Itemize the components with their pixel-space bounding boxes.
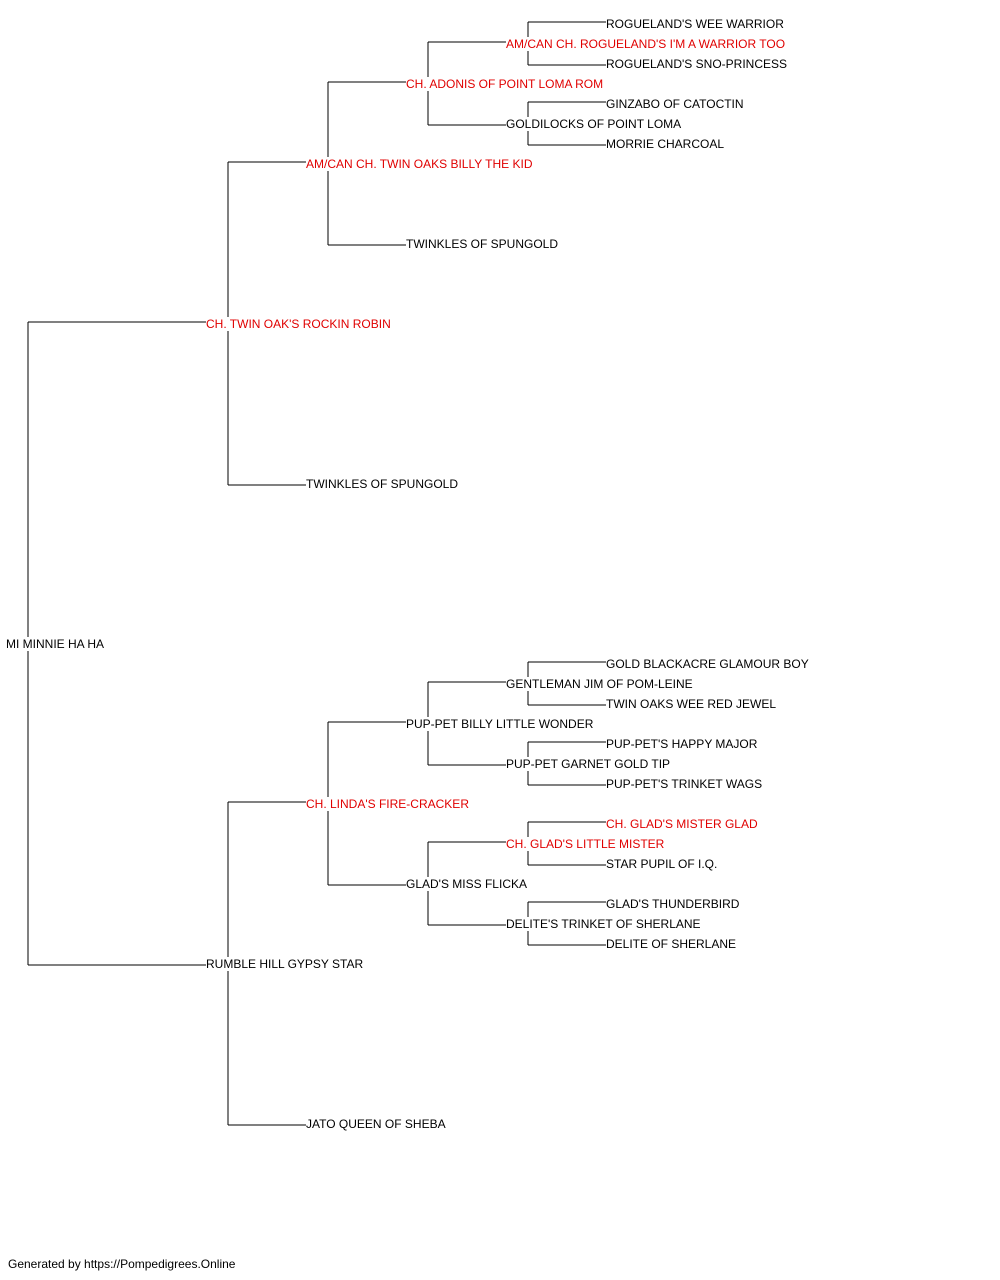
gen5-ancestor-name: PUP-PET'S TRINKET WAGS	[606, 777, 765, 791]
great-grandparent-name: GLAD'S MISS FLICKA	[406, 877, 529, 891]
gen5-ancestor-name: MORRIE CHARCOAL	[606, 137, 727, 151]
gen5-ancestor-name: ROGUELAND'S SNO-PRINCESS	[606, 57, 789, 71]
gen4-ancestor-name: PUP-PET GARNET GOLD TIP	[506, 757, 673, 771]
gen4-ancestor-name: DELITE'S TRINKET OF SHERLANE	[506, 917, 703, 931]
gen4-ancestor-name: CH. GLAD'S LITTLE MISTER	[506, 837, 667, 851]
gen4-ancestor-name: AM/CAN CH. ROGUELAND'S I'M A WARRIOR TOO	[506, 37, 788, 51]
maternal-granddam-name: JATO QUEEN OF SHEBA	[306, 1117, 448, 1131]
gen5-ancestor-name: GOLD BLACKACRE GLAMOUR BOY	[606, 657, 811, 671]
gen5-ancestor-name: TWIN OAKS WEE RED JEWEL	[606, 697, 779, 711]
sire-name: CH. TWIN OAK'S ROCKIN ROBIN	[206, 317, 393, 331]
gen5-ancestor-name: GLAD'S THUNDERBIRD	[606, 897, 742, 911]
maternal-grandsire-name: CH. LINDA'S FIRE-CRACKER	[306, 797, 471, 811]
gen5-ancestor-name: ROGUELAND'S WEE WARRIOR	[606, 17, 786, 31]
paternal-grandsire-name: AM/CAN CH. TWIN OAKS BILLY THE KID	[306, 157, 535, 171]
great-grandparent-name: TWINKLES OF SPUNGOLD	[406, 237, 561, 251]
gen5-ancestor-name: GINZABO OF CATOCTIN	[606, 97, 746, 111]
paternal-granddam-name: TWINKLES OF SPUNGOLD	[306, 477, 461, 491]
gen5-ancestor-name: STAR PUPIL OF I.Q.	[606, 857, 720, 871]
generated-by-footer: Generated by https://Pompedigrees.Online	[8, 1257, 236, 1271]
gen5-ancestor-name: CH. GLAD'S MISTER GLAD	[606, 817, 760, 831]
gen4-ancestor-name: GOLDILOCKS OF POINT LOMA	[506, 117, 684, 131]
great-grandparent-name: CH. ADONIS OF POINT LOMA ROM	[406, 77, 606, 91]
gen5-ancestor-name: PUP-PET'S HAPPY MAJOR	[606, 737, 760, 751]
great-grandparent-name: PUP-PET BILLY LITTLE WONDER	[406, 717, 596, 731]
gen5-ancestor-name: DELITE OF SHERLANE	[606, 937, 739, 951]
gen4-ancestor-name: GENTLEMAN JIM OF POM-LEINE	[506, 677, 695, 691]
dam-name: RUMBLE HILL GYPSY STAR	[206, 957, 366, 971]
subject-dog-name: MI MINNIE HA HA	[6, 637, 107, 651]
